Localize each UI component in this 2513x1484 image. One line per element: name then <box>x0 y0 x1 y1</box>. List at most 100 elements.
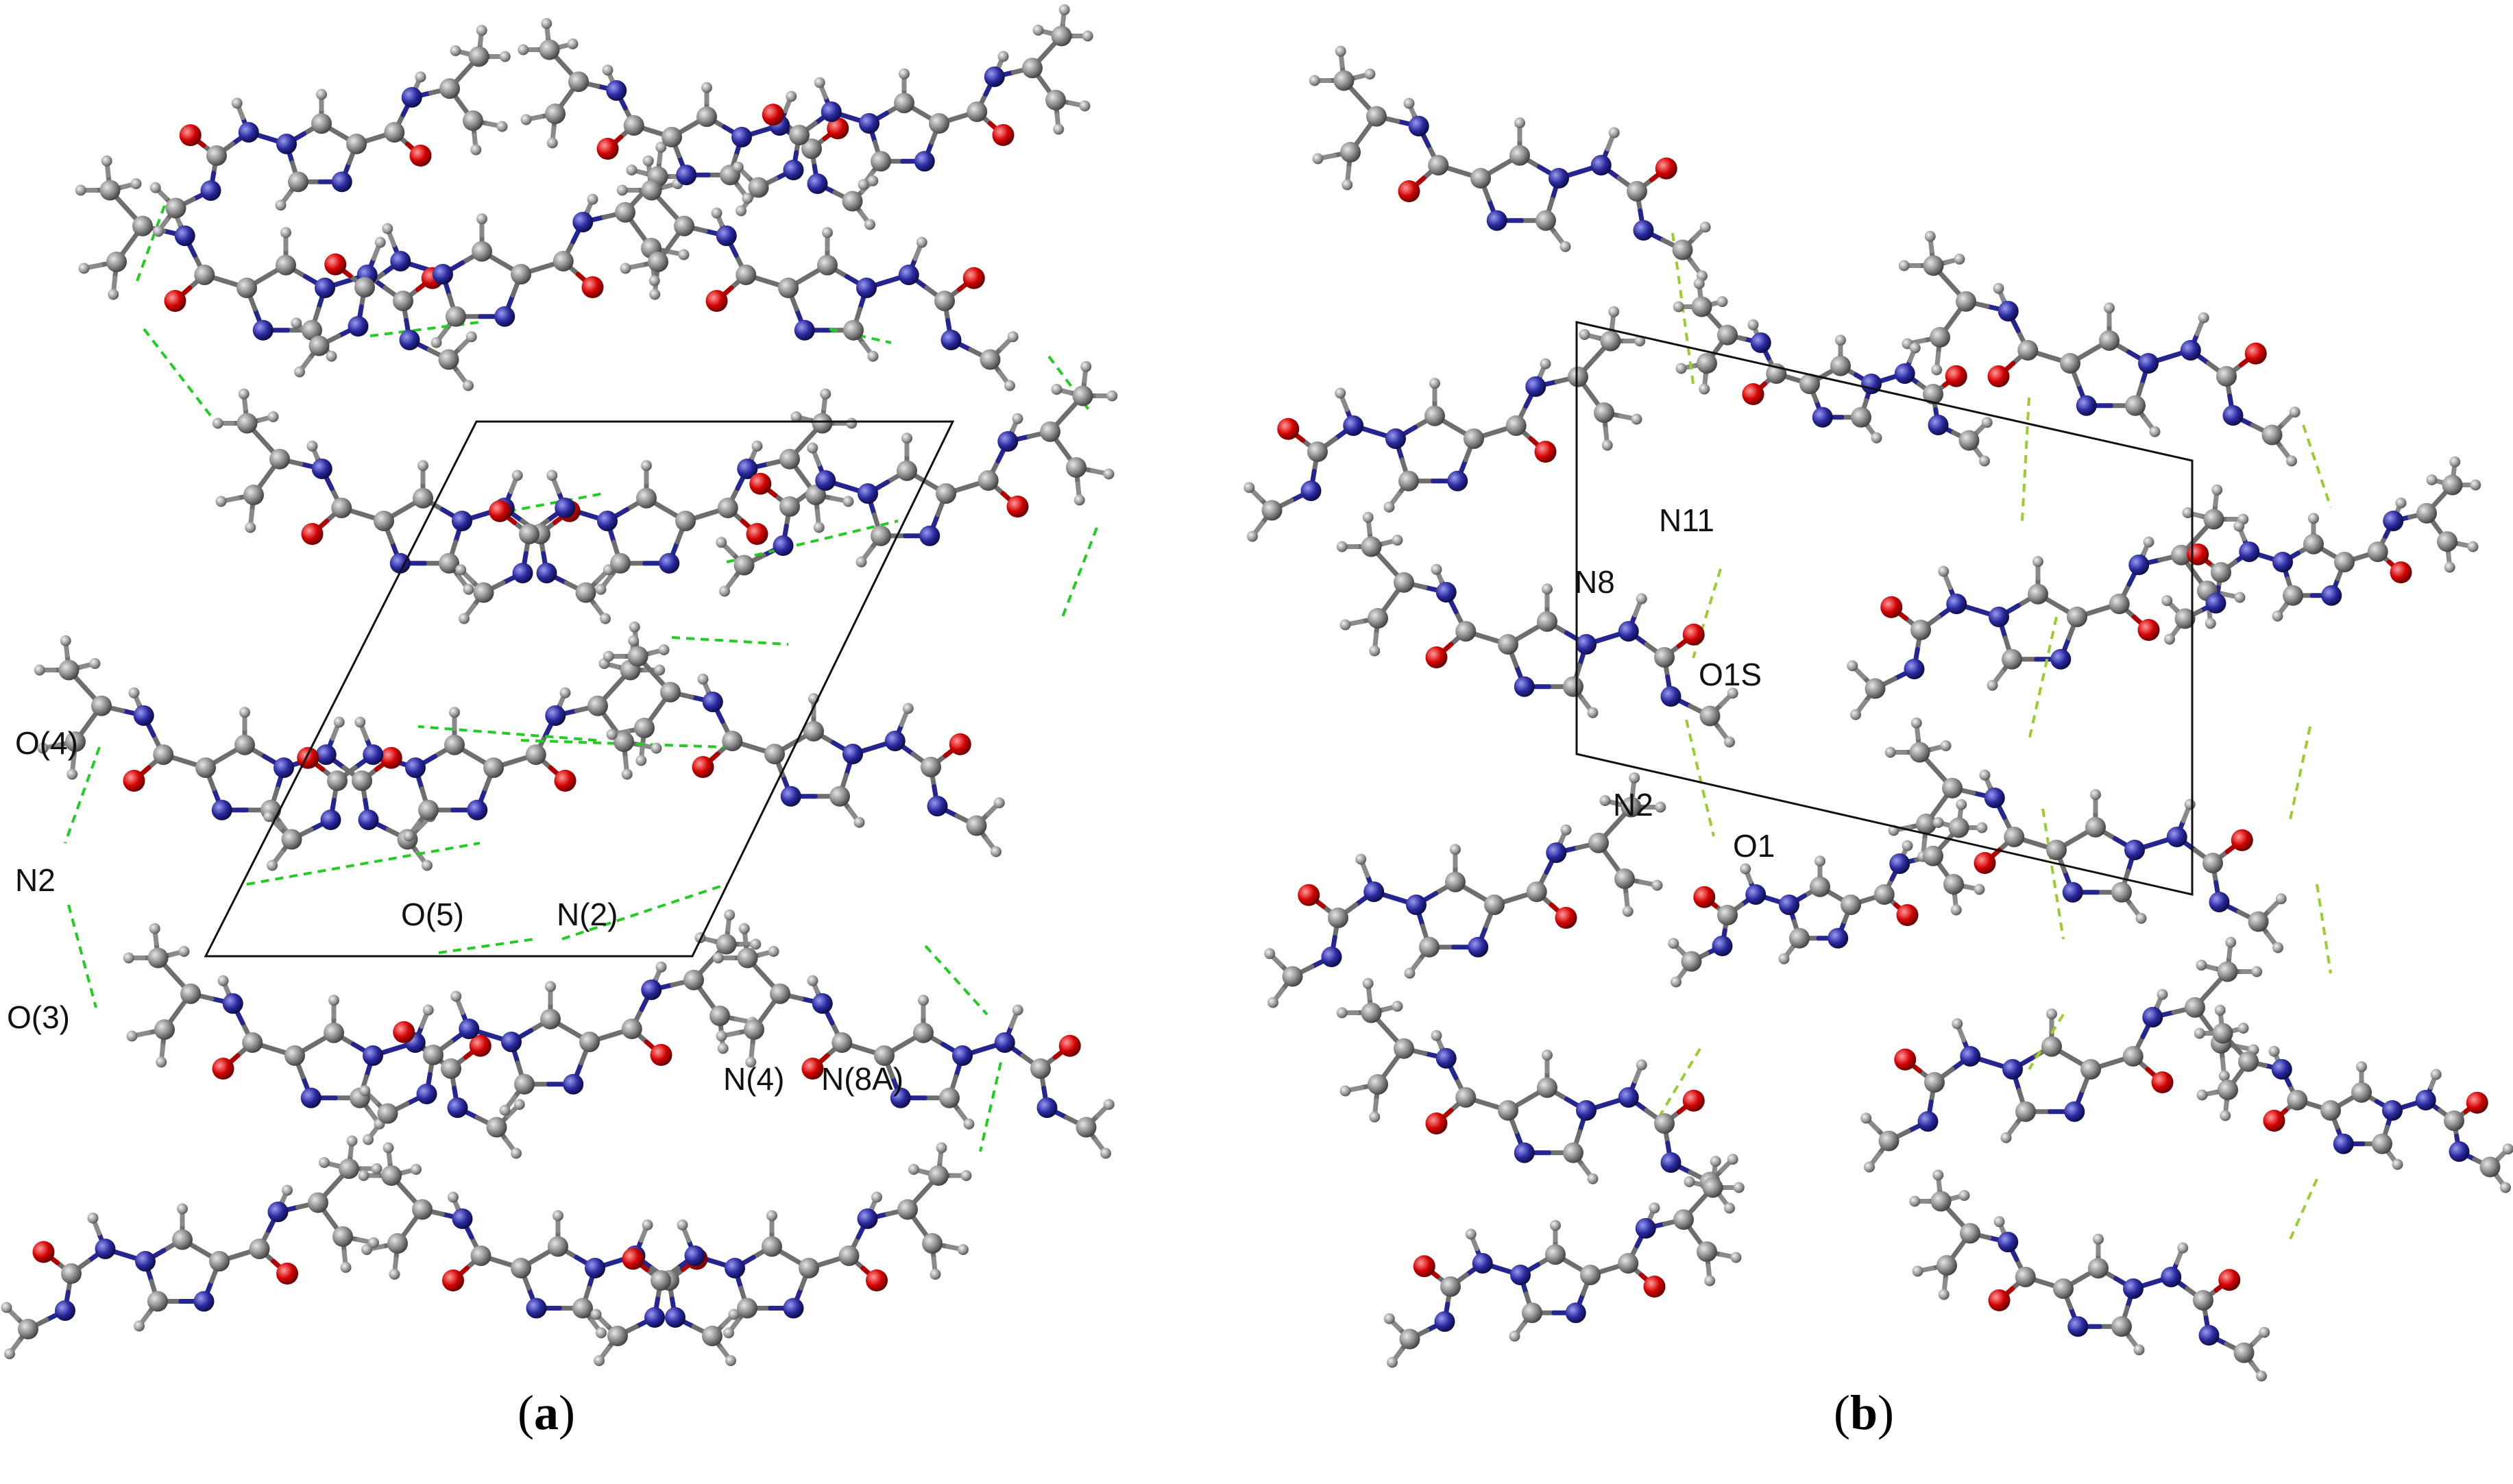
hydrogen-atom <box>2444 561 2455 573</box>
nitrogen-atom <box>783 1298 804 1319</box>
hydrogen-atom <box>1684 1176 1695 1187</box>
hydrogen-atom <box>1835 334 1846 346</box>
carbon-atom <box>1830 355 1851 376</box>
nitrogen-atom <box>433 264 453 284</box>
nitrogen-atom <box>1998 301 2019 321</box>
carbon-atom <box>153 744 174 765</box>
nitrogen-atom <box>1435 582 1457 603</box>
nitrogen-atom <box>1434 1311 1455 1332</box>
oxygen-atom <box>1643 1276 1666 1298</box>
hydrogen-atom <box>899 68 910 80</box>
nitrogen-atom <box>665 1307 685 1328</box>
hydrogen-atom <box>1710 1156 1721 1167</box>
carbon-atom <box>1419 936 1440 958</box>
carbon-atom <box>2416 502 2437 524</box>
hydrogen-atom <box>742 193 753 204</box>
nitrogen-atom <box>780 786 801 807</box>
nitrogen-atom <box>1750 332 1771 353</box>
nitrogen-atom <box>545 705 566 726</box>
hydrogen-atom <box>867 350 879 362</box>
hydrogen-atom <box>1668 938 1679 949</box>
hydrogen-atom <box>786 90 797 102</box>
carbon-atom <box>778 278 799 298</box>
hydrogen-atom <box>326 350 337 362</box>
nitrogen-atom <box>1984 788 2005 808</box>
oxygen-atom <box>962 267 985 289</box>
nitrogen-atom <box>1779 895 1799 915</box>
nitrogen-atom <box>390 251 411 271</box>
hydrogen-atom <box>629 621 640 633</box>
hydrogen-atom <box>595 583 607 595</box>
oxygen-atom <box>1894 1048 1917 1071</box>
hydrogen-atom <box>4 1348 15 1359</box>
carbon-atom <box>2122 1046 2144 1067</box>
hydrogen-atom <box>1403 97 1415 109</box>
nitrogen-atom <box>2239 542 2260 562</box>
hydrogen-atom <box>2395 497 2407 509</box>
carbon-atom <box>2080 1059 2101 1080</box>
nitrogen-atom <box>890 1087 911 1108</box>
hydrogen-atom <box>1079 100 1091 112</box>
nitrogen-atom <box>737 459 758 479</box>
hydrogen-bond <box>979 1062 1002 1152</box>
carbon-atom <box>1654 1113 1675 1134</box>
hydrogen-atom <box>958 1244 969 1255</box>
nitrogen-atom <box>193 1291 215 1312</box>
carbon-atom <box>812 413 833 434</box>
panel-b-caption: (b) <box>1834 1385 1894 1440</box>
hydrogen-atom <box>867 175 879 186</box>
nitrogen-atom <box>2128 555 2150 575</box>
nitrogen-atom <box>1894 363 1915 384</box>
oxygen-atom <box>622 1248 644 1270</box>
carbon-atom <box>1455 621 1477 642</box>
hydrogen-bond <box>2302 424 2332 508</box>
nitrogen-atom <box>884 731 906 751</box>
hydrogen-atom <box>2430 1069 2442 1080</box>
hydrogen-atom <box>1355 853 1367 865</box>
hydrogen-atom <box>1387 1357 1398 1368</box>
label-n2: N2 <box>1613 787 1653 823</box>
hydrogen-atom <box>596 1327 607 1339</box>
hydrogen-atom <box>546 470 558 481</box>
nitrogen-atom <box>606 80 627 101</box>
carbon-atom <box>799 1258 819 1278</box>
nitrogen-atom <box>222 993 243 1014</box>
hydrogen-atom <box>766 1210 777 1221</box>
nitrogen-atom <box>2209 892 2230 912</box>
hydrogen-atom <box>2164 633 2175 645</box>
label-n2-left: N2 <box>15 862 56 898</box>
carbon-atom <box>636 487 657 509</box>
nitrogen-atom <box>1812 406 1833 428</box>
carbon-atom <box>441 1058 461 1079</box>
carbon-atom <box>147 947 169 969</box>
oxygen-atom <box>123 770 145 792</box>
carbon-atom <box>2085 816 2106 838</box>
nitrogen-atom <box>300 1087 321 1108</box>
hydrogen-atom <box>541 18 553 29</box>
carbon-atom <box>514 1073 535 1095</box>
hydrogen-atom <box>2233 520 2245 532</box>
hydrogen-atom <box>499 51 511 62</box>
carbon-atom <box>1697 353 1717 374</box>
hydrogen-atom <box>383 1142 394 1154</box>
oxygen-atom <box>2218 1269 2241 1291</box>
hydrogen-atom <box>1431 563 1442 575</box>
carbon-atom <box>165 197 186 219</box>
hydrogen-atom <box>1106 390 1118 402</box>
hydrogen-atom <box>701 82 712 93</box>
nitrogen-atom <box>2142 1007 2163 1027</box>
hydrogen-atom <box>2214 1004 2226 1016</box>
hydrogen-atom <box>1431 1030 1442 1041</box>
carbon-atom <box>472 241 492 262</box>
hydrogen-atom <box>2275 893 2287 905</box>
carbon-atom <box>1394 572 1414 593</box>
nitrogen-atom <box>1889 853 1910 874</box>
hydrogen-atom <box>275 199 287 211</box>
hydrogen-atom <box>1007 331 1019 343</box>
hydrogen-atom <box>1655 801 1666 813</box>
carbon-atom <box>1618 1253 1639 1274</box>
hydrogen-atom <box>374 236 386 248</box>
carbon-atom <box>838 1245 860 1266</box>
carbon-atom <box>1051 25 1072 47</box>
oxygen-atom <box>692 756 714 778</box>
